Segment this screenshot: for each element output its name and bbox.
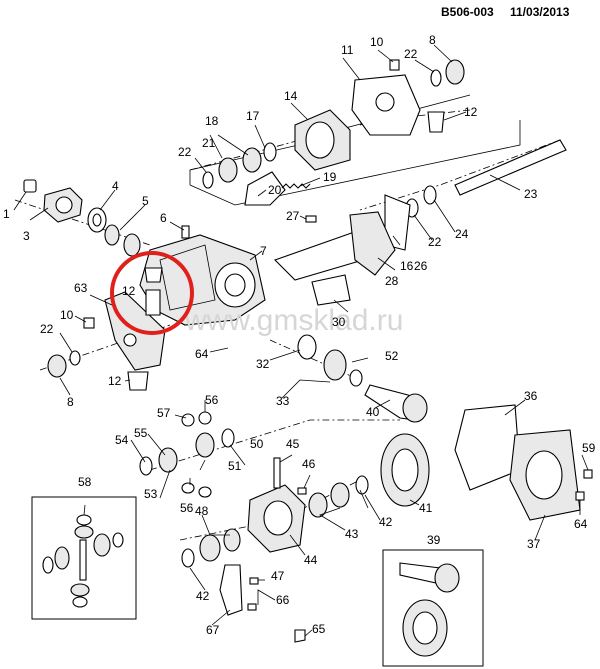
callout-42-left: 42: [196, 589, 210, 603]
callout-48: 48: [195, 504, 209, 518]
callout-16: 16: [400, 259, 414, 273]
callout-3: 3: [23, 229, 30, 243]
callout-53: 53: [144, 487, 158, 501]
callout-46: 46: [302, 457, 316, 471]
callout-10-top: 10: [370, 35, 384, 49]
callout-11: 11: [341, 43, 354, 57]
callout-41: 41: [419, 501, 433, 515]
callout-leaders: [13, 44, 589, 637]
inset-box-ring-pinion: [382, 549, 484, 667]
callout-4: 4: [112, 179, 119, 193]
callout-40: 40: [366, 405, 380, 419]
callout-7: 7: [260, 244, 267, 258]
callout-28: 28: [385, 274, 399, 288]
callout-44: 44: [304, 553, 318, 567]
callout-32: 32: [256, 357, 270, 371]
callout-51: 51: [228, 459, 242, 473]
callout-55: 55: [134, 426, 148, 440]
diagram-id: B506-003: [441, 5, 494, 19]
highlighted-part-12: [144, 267, 163, 316]
callout-54: 54: [115, 433, 129, 447]
callout-12-top: 12: [464, 105, 478, 119]
callout-45: 45: [286, 437, 300, 451]
callout-14: 14: [284, 89, 298, 103]
callout-20: 20: [268, 183, 282, 197]
callout-43: 43: [345, 527, 359, 541]
callout-12-lower: 12: [108, 374, 122, 388]
callout-numbers: 1 3 4 5 6 7 8 8 10 10 11 12 12 12 14 16 …: [3, 33, 596, 637]
callout-5: 5: [142, 194, 149, 208]
callout-22-top: 22: [404, 47, 418, 61]
callout-21: 21: [202, 136, 216, 150]
callout-17: 17: [246, 109, 260, 123]
callout-30: 30: [332, 315, 346, 329]
callout-63: 63: [74, 281, 88, 295]
callout-36: 36: [524, 389, 538, 403]
callout-10-left: 10: [60, 308, 74, 322]
callout-59: 59: [582, 441, 596, 455]
callout-8-top: 8: [429, 33, 436, 47]
callout-24: 24: [455, 227, 469, 241]
callout-37: 37: [527, 537, 541, 551]
callout-42-right: 42: [379, 515, 393, 529]
callout-6: 6: [160, 211, 167, 225]
callout-67: 67: [206, 623, 220, 637]
callout-50: 50: [250, 437, 264, 451]
watermark-text: www.gmsklad.ru: [184, 304, 403, 337]
callout-56-bottom: 56: [180, 501, 194, 515]
callout-65: 65: [312, 622, 326, 636]
diagram-date: 11/03/2013: [510, 5, 570, 19]
callout-39: 39: [427, 533, 441, 547]
callout-52: 52: [385, 349, 399, 363]
callout-57: 57: [157, 406, 171, 420]
callout-22-bracket: 22: [40, 322, 54, 336]
callout-26: 26: [414, 259, 428, 273]
callout-22-right: 22: [428, 235, 442, 249]
callout-56-top: 56: [205, 393, 219, 407]
callout-19: 19: [323, 170, 337, 184]
callout-47: 47: [271, 569, 285, 583]
callout-66: 66: [276, 593, 290, 607]
callout-8-bottom: 8: [67, 395, 74, 409]
callout-22-left: 22: [178, 145, 192, 159]
differential-parts: [139, 411, 369, 643]
callout-18: 18: [205, 114, 219, 128]
callout-58: 58: [78, 475, 92, 489]
callout-23: 23: [524, 187, 538, 201]
callout-1: 1: [3, 207, 10, 221]
callout-64-cover: 64: [574, 517, 588, 531]
callout-27: 27: [286, 209, 300, 223]
inset-box-differential-gears: [31, 496, 137, 620]
callout-12-highlighted: 12: [122, 284, 136, 298]
callout-33: 33: [276, 394, 290, 408]
highlight-circle: [110, 251, 194, 335]
callout-64-housing: 64: [195, 347, 209, 361]
pinion-parts: [297, 334, 593, 521]
upper-transfer-parts: [23, 59, 567, 306]
